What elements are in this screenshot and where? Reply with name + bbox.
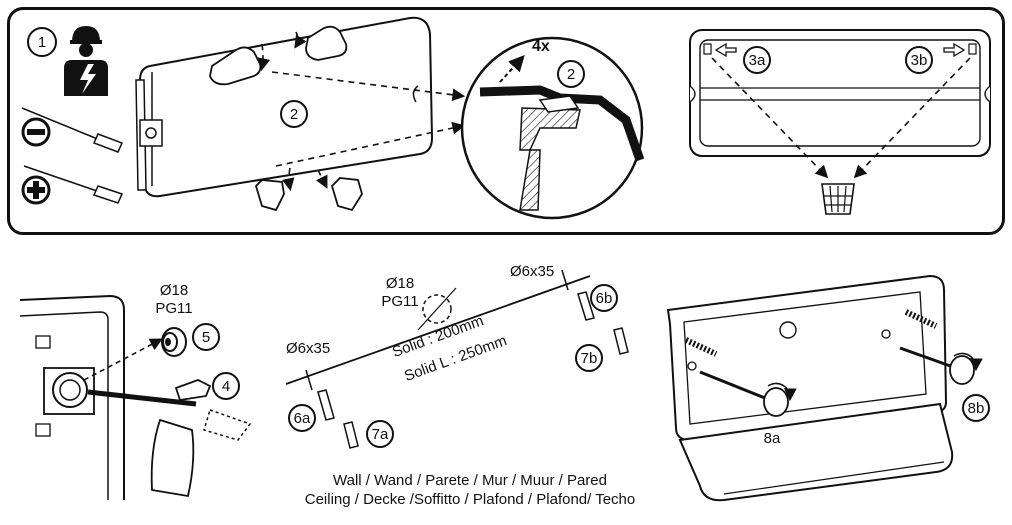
step-6b-label: 6b bbox=[595, 290, 613, 307]
step-3b-label: 3b bbox=[910, 52, 928, 69]
cable-gland-icon bbox=[161, 327, 187, 357]
multiplier-label: 4x bbox=[532, 38, 550, 55]
wall-mount-closeup bbox=[19, 294, 252, 500]
step-4-label: 4 bbox=[221, 378, 231, 395]
phillips-screwdriver-icon bbox=[21, 165, 124, 205]
open-luminaire-installation bbox=[666, 274, 975, 502]
screw-left-label: Ø6x35 bbox=[286, 340, 331, 357]
rotation-arrow-icon bbox=[767, 352, 983, 402]
gland-diameter-label: Ø18 bbox=[159, 282, 189, 299]
surface-caption-line-2: Ceiling / Decke /Soffitto / Plafond / Pl… bbox=[304, 491, 636, 508]
gland-thread-label: PG11 bbox=[155, 300, 193, 317]
screw-icon bbox=[343, 327, 629, 449]
flat-screwdriver-icon bbox=[21, 107, 124, 153]
step-2-detail-label: 2 bbox=[566, 66, 576, 83]
clip-detail-magnifier bbox=[460, 36, 645, 220]
step-7a-label: 7a bbox=[371, 426, 389, 443]
back-box-plan bbox=[689, 29, 991, 179]
step-5-label: 5 bbox=[201, 329, 211, 346]
clip-bin-icon bbox=[821, 183, 855, 215]
luminaire-body bbox=[135, 16, 434, 198]
center-thread-label: PG11 bbox=[381, 293, 419, 310]
step-7b-label: 7b bbox=[580, 350, 598, 367]
step-8a-label: 8a bbox=[763, 430, 781, 447]
drilling-template bbox=[285, 269, 591, 391]
direction-arrows bbox=[257, 31, 466, 192]
center-diameter-label: Ø18 bbox=[385, 275, 415, 292]
step-6a-label: 6a bbox=[293, 410, 311, 427]
step-1-label: 1 bbox=[37, 34, 47, 51]
hand-icon bbox=[209, 25, 363, 212]
step-8b-label: 8b bbox=[967, 400, 985, 417]
screw-right-label: Ø6x35 bbox=[510, 263, 555, 280]
step-1-badge bbox=[27, 27, 57, 57]
step-2-label: 2 bbox=[289, 106, 299, 123]
step-3a-label: 3a bbox=[748, 52, 766, 69]
surface-caption-line-1: Wall / Wand / Parete / Mur / Muur / Pare… bbox=[333, 472, 607, 489]
electrician-icon bbox=[64, 26, 108, 96]
wall-plug-icon bbox=[317, 291, 595, 421]
